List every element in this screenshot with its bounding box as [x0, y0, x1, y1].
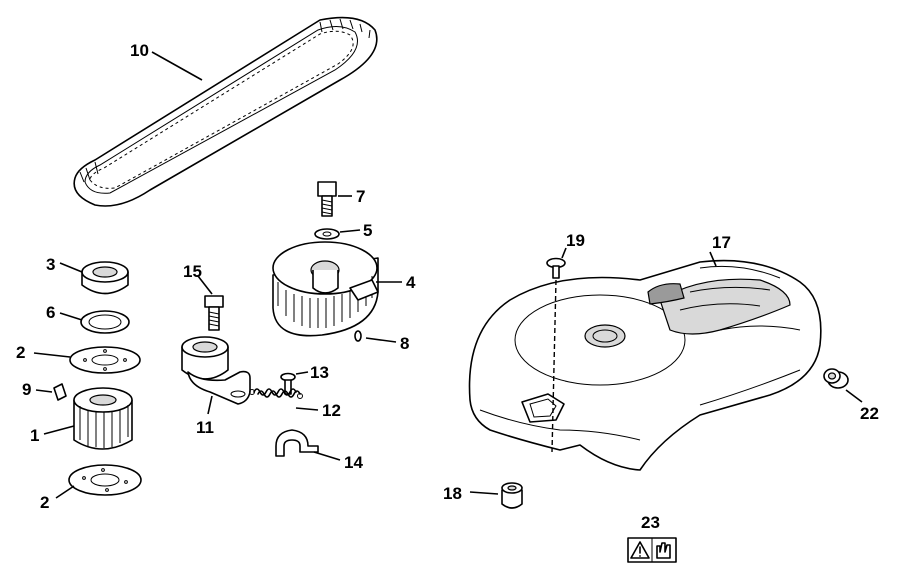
screw-19: [546, 257, 566, 453]
key-9: [53, 383, 67, 401]
plate-2-lower: [68, 464, 142, 496]
callout-3: 3: [46, 255, 55, 274]
nut-3: [81, 261, 129, 295]
washer-6: [80, 310, 130, 334]
callout-14: 14: [344, 453, 363, 472]
warning-triangle-icon: [630, 541, 650, 559]
callout-13: 13: [310, 363, 329, 382]
tensioner-11: [181, 336, 251, 405]
callout-5: 5: [363, 221, 372, 240]
callout-4: 4: [406, 273, 416, 292]
callout-2-lower: 2: [40, 493, 49, 512]
callout-11: 11: [196, 418, 214, 437]
callout-2-upper: 2: [16, 343, 25, 362]
callout-10: 10: [130, 41, 149, 60]
grommet-18: [501, 482, 523, 509]
callout-8: 8: [400, 334, 409, 353]
callout-6: 6: [46, 303, 55, 322]
grommet-22: [823, 368, 849, 389]
callout-22: 22: [860, 404, 879, 423]
callout-18: 18: [443, 484, 462, 503]
callout-15: 15: [183, 262, 202, 281]
callout-17: 17: [712, 233, 731, 252]
washer-5: [314, 228, 340, 240]
drive-gear-1: [73, 387, 133, 450]
callout-12: 12: [322, 401, 341, 420]
bolt-7: [317, 181, 337, 217]
bolt-15: [204, 295, 224, 331]
hand-caution-icon: [656, 542, 671, 559]
callout-7: 7: [356, 187, 365, 206]
belt-cover-17: [468, 259, 822, 471]
callout-23: 23: [641, 513, 660, 532]
pin-8: [354, 330, 362, 342]
screw-13: [280, 372, 296, 395]
flywheel-pulley-4: [272, 241, 379, 337]
callout-19: 19: [566, 231, 585, 250]
clamp-14: [275, 429, 319, 457]
callout-9: 9: [22, 380, 31, 399]
callout-1: 1: [30, 426, 39, 445]
warning-decal-23: [627, 537, 677, 563]
spring-12: [249, 388, 303, 399]
timing-belt: [73, 16, 378, 207]
plate-2-upper: [69, 346, 141, 374]
